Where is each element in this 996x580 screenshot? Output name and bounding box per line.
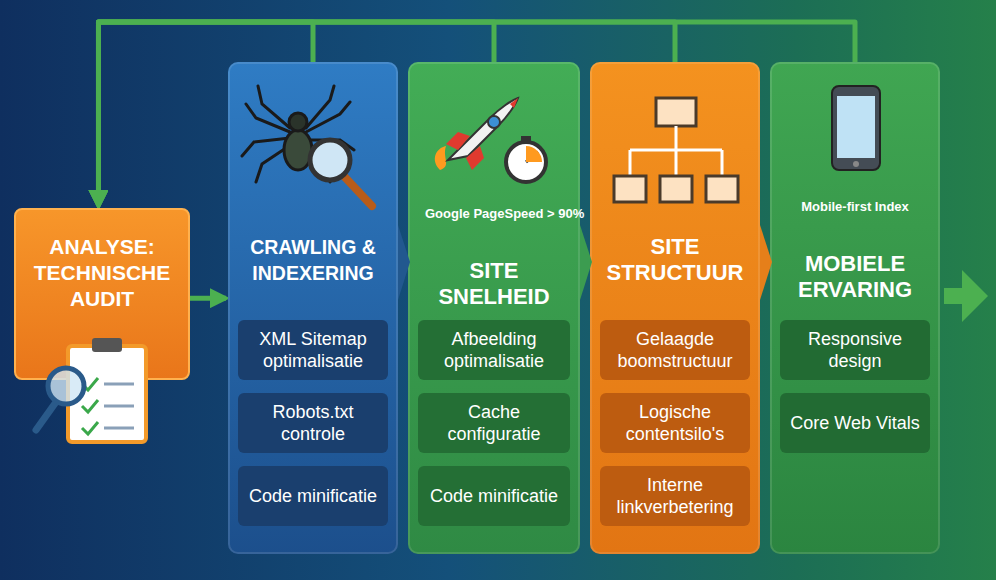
phase-title: CRAWLING & INDEXERING	[231, 234, 396, 286]
phase-title: MOBIELE ERVARING	[779, 251, 931, 303]
task-box: Cache configuratie	[418, 393, 570, 453]
task-box: Robots.txt controle	[238, 393, 388, 453]
task-text: Code minificatie	[430, 485, 558, 507]
phase-column: Google PageSpeed > 90% SITE SNELHEID Afbee…	[408, 62, 580, 554]
metric-label: Mobile-first Index	[801, 199, 909, 215]
task-text: Robots.txt controle	[244, 401, 382, 445]
task-box: Code minificatie	[418, 466, 570, 526]
phase-column: SITE STRUCTUUR Gelaagde boomstructuurLogi…	[590, 62, 760, 554]
task-box: Interne linkverbetering	[600, 466, 750, 526]
spider-icon	[242, 86, 372, 206]
task-box: Afbeelding optimalisatie	[418, 320, 570, 380]
task-text: Cache configuratie	[424, 401, 564, 445]
task-text: Core Web Vitals	[790, 412, 919, 434]
task-box: XML Sitemap optimalisatie	[238, 320, 388, 380]
task-text: Interne linkverbetering	[606, 474, 744, 518]
task-box: Core Web Vitals	[780, 393, 930, 453]
clipboard-icon	[36, 338, 146, 442]
task-box: Code minificatie	[238, 466, 388, 526]
phone-icon	[832, 86, 880, 170]
chevron-tip	[580, 225, 592, 300]
tree-icon	[614, 98, 738, 202]
task-box: Logische contentsilo's	[600, 393, 750, 453]
rocket-icon	[435, 98, 546, 182]
phase-column: Mobile-first IndexMOBIELE ERVARING Respon…	[770, 62, 940, 554]
phase-title: ANALYSE: TECHNISCHE AUDIT	[20, 234, 184, 312]
task-text: Afbeelding optimalisatie	[424, 328, 564, 372]
task-text: Responsive design	[786, 328, 924, 372]
task-box: Gelaagde boomstructuur	[600, 320, 750, 380]
task-text: Code minificatie	[249, 485, 377, 507]
metric-label: Google PageSpeed > 90%	[425, 206, 563, 222]
chevron-tip	[760, 225, 772, 300]
task-text: XML Sitemap optimalisatie	[244, 328, 382, 372]
task-text: Gelaagde boomstructuur	[606, 328, 744, 372]
chevron-tip	[398, 225, 410, 300]
end-arrow	[944, 270, 988, 322]
task-text: Logische contentsilo's	[606, 401, 744, 445]
phase-title: SITE SNELHEID	[425, 258, 563, 310]
phase-column: CRAWLING & INDEXERING XML Sitemap optimal…	[228, 62, 398, 554]
start-box: ANALYSE: TECHNISCHE AUDIT	[14, 208, 190, 380]
task-box: Responsive design	[780, 320, 930, 380]
flow-arrow	[190, 296, 226, 301]
phase-title: SITE STRUCTUUR	[596, 234, 754, 286]
